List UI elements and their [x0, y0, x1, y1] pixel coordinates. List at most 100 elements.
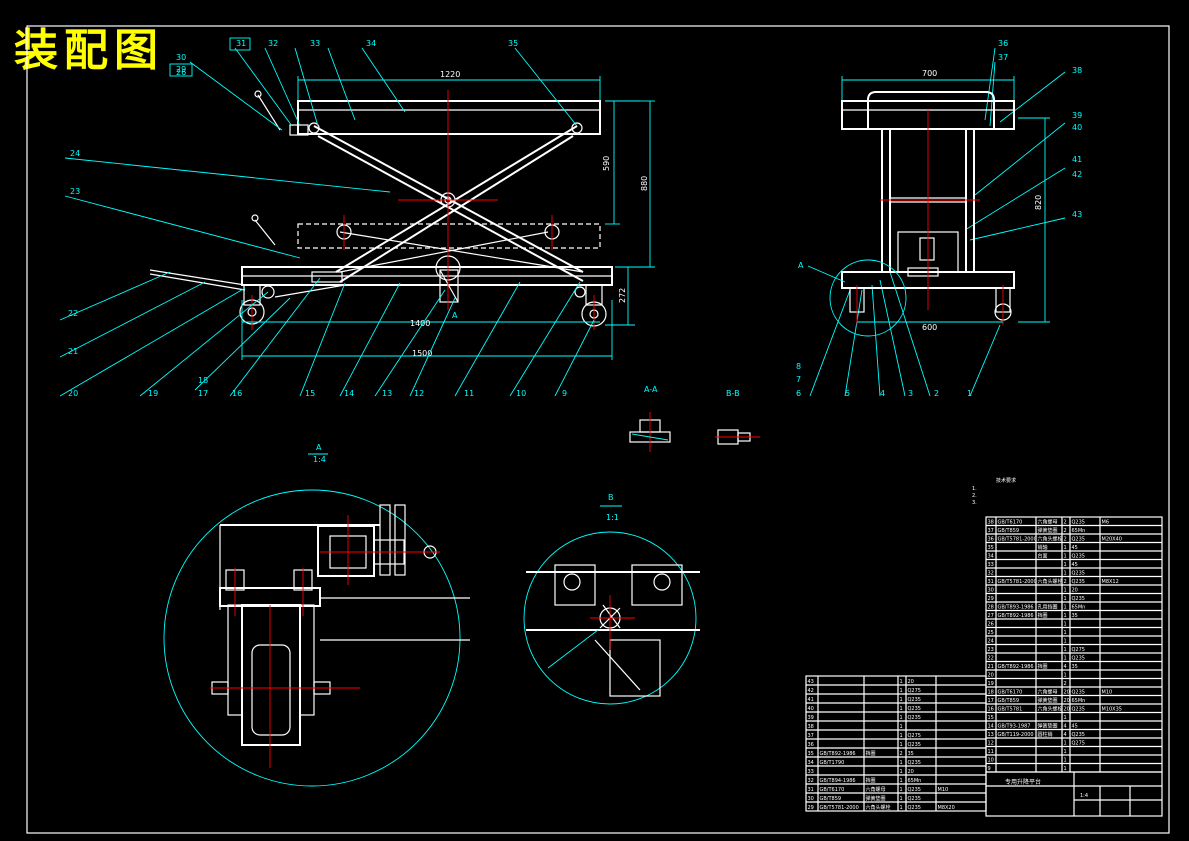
scissor-arm [335, 125, 578, 273]
balloon: 16 [232, 389, 242, 398]
table-cell: 35 [808, 751, 814, 757]
balloon: 1 [967, 389, 972, 398]
table-cell: 39 [808, 715, 814, 721]
table-cell: 33 [988, 562, 994, 568]
table-cell: Q235 [908, 796, 921, 802]
table-cell: 35 [988, 545, 994, 551]
table-cell: 37 [808, 733, 814, 739]
table-cell: 2 [1064, 579, 1067, 585]
table-cell: GB/T6170 [998, 520, 1023, 526]
balloon: 43 [1072, 210, 1082, 219]
table-cell: 42 [808, 688, 814, 694]
table-cell: 弹簧垫圈 [1038, 527, 1058, 534]
table-cell: 挡圈 [1038, 612, 1048, 619]
table-cell: GB/T892-1986 [820, 751, 856, 757]
table-cell: 1 [1064, 741, 1067, 747]
marker-a: A [452, 311, 458, 320]
balloon: 39 [1072, 111, 1082, 120]
table-cell: Q235 [908, 715, 921, 721]
detail-a-label: A [316, 443, 322, 452]
table-cell: 11 [988, 749, 994, 755]
table-cell: 挡圈 [1038, 663, 1048, 670]
balloon: 33 [310, 39, 320, 48]
table-cell: M10 [938, 787, 949, 793]
table-cell: 1 [1064, 758, 1067, 764]
table-cell: Q235 [1072, 596, 1085, 602]
table-cell: 12 [988, 741, 994, 747]
balloon: 21 [68, 347, 78, 356]
table-cell: Q235 [908, 760, 921, 766]
table-cell: 1 [900, 805, 903, 811]
table-cell: M8X20 [938, 805, 955, 811]
table-cell: 15 [988, 715, 994, 721]
dim-272: 272 [618, 288, 627, 303]
table-cell: 36 [988, 537, 994, 543]
balloon: 9 [562, 389, 567, 398]
table-cell: Q235 [1072, 656, 1085, 662]
table-cell: 1 [1064, 571, 1067, 577]
table-cell: GB/T892-1986 [998, 613, 1034, 619]
table-cell: 19 [988, 681, 994, 687]
table-cell: 13 [988, 732, 994, 738]
table-cell: 1 [1064, 596, 1067, 602]
table-cell: 35 [908, 751, 914, 757]
balloon: 8 [796, 362, 801, 371]
table-cell: 20 [988, 673, 994, 679]
detail-b-scale: 1:1 [606, 513, 619, 522]
table-cell: GB/T6170 [820, 787, 845, 793]
table-cell: GB/T93-1987 [998, 724, 1031, 730]
balloon: 5 [845, 389, 850, 398]
table-cell: GB/T5781-2000 [998, 537, 1037, 543]
table-cell: 挡圈 [866, 750, 876, 757]
dim-1400: 1400 [410, 319, 430, 328]
table-cell: GB/T894-1986 [820, 778, 856, 784]
table-cell: 六角螺母 [1038, 689, 1058, 696]
dim-700: 700 [922, 69, 937, 78]
table-cell: M20X40 [1102, 537, 1122, 543]
tech-note: 1. [972, 486, 977, 492]
sheet-border [26, 25, 1170, 834]
table-cell: 10 [988, 758, 994, 764]
table-cell: GB/T859 [820, 796, 842, 802]
balloon: 31 [236, 39, 246, 48]
balloon: 3 [908, 389, 913, 398]
table-cell: 4 [1064, 724, 1067, 730]
table-cell: 45 [1072, 724, 1078, 730]
table-cell: 弹簧垫圈 [866, 795, 886, 802]
table-cell: Q235 [908, 805, 921, 811]
balloon: 17 [198, 389, 208, 398]
balloon: 40 [1072, 123, 1082, 132]
tech-notes-title: 技术要求 [996, 477, 1016, 484]
table-cell: 35 [1072, 664, 1078, 670]
table-cell: 34 [988, 554, 994, 560]
table-cell: 26 [988, 622, 994, 628]
table-cell: 六角螺母 [866, 786, 886, 793]
section-aa [629, 412, 671, 452]
hydraulic-cylinder [439, 269, 459, 303]
table-cell: 圆柱销 [1038, 731, 1053, 738]
table-cell: 20 [1064, 707, 1070, 713]
table-cell: 1 [1064, 613, 1067, 619]
table-cell: 1 [1064, 766, 1067, 772]
table-cell: Q235 [908, 706, 921, 712]
table-cell: 1 [1064, 605, 1067, 611]
table-cell: 六角螺母 [1038, 519, 1058, 526]
table-cell: Q235 [1072, 732, 1085, 738]
table-cell: 27 [988, 613, 994, 619]
table-cell: 1 [900, 697, 903, 703]
table-cell: 六角头螺栓 [1038, 536, 1063, 543]
table-cell: 孔用挡圈 [1038, 604, 1058, 611]
balloon: 38 [1072, 66, 1082, 75]
table-cell: 1 [900, 733, 903, 739]
detail-a-scale: 1:4 [313, 455, 326, 464]
table-cell: 45 [1072, 545, 1078, 551]
table-cell: GB/T5781-2000 [820, 805, 859, 811]
table-cell: GB/T892-1986 [998, 664, 1034, 670]
marker-a: A [798, 261, 804, 270]
balloon: 32 [268, 39, 278, 48]
balloon: 10 [516, 389, 526, 398]
table-cell: 65Mn [1072, 605, 1086, 611]
table-cell: Q275 [908, 688, 921, 694]
table-cell: M10X35 [1102, 707, 1122, 713]
table-cell: 1 [900, 706, 903, 712]
